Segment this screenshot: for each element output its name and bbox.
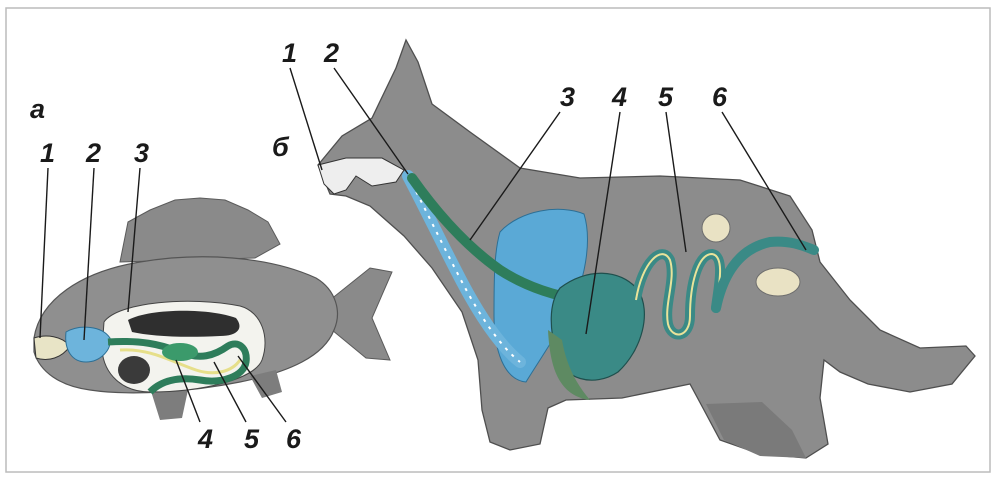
- dog-body: [318, 40, 975, 458]
- dog-bladder: [756, 268, 800, 296]
- dog-label-3: 3: [560, 82, 575, 112]
- fish-pelvic-fin: [150, 388, 188, 420]
- fish-panel-letter: а: [30, 94, 45, 124]
- fish-label-4: 4: [197, 424, 213, 454]
- fish-label-2: 2: [85, 138, 101, 168]
- fish-swim-bladder: [128, 311, 239, 337]
- fish-tail: [330, 268, 392, 360]
- fish-stomach: [162, 343, 198, 361]
- fish-label-5: 5: [244, 424, 260, 454]
- dog-gland: [702, 214, 730, 242]
- dog-figure: [318, 40, 975, 458]
- fish-figure: [34, 198, 392, 420]
- fish-liver: [118, 356, 150, 384]
- fish-label-3: 3: [134, 138, 149, 168]
- fish-label-1: 1: [40, 138, 55, 168]
- dog-label-5: 5: [658, 82, 674, 112]
- dog-leader-1: [290, 68, 322, 170]
- dog-label-1: 1: [282, 38, 297, 68]
- fish-label-6: 6: [286, 424, 302, 454]
- fish-dorsal-fin: [120, 198, 280, 262]
- dog-label-2: 2: [323, 38, 339, 68]
- dog-label-4: 4: [611, 82, 627, 112]
- dog-panel-letter: б: [272, 132, 290, 162]
- dog-label-6: 6: [712, 82, 728, 112]
